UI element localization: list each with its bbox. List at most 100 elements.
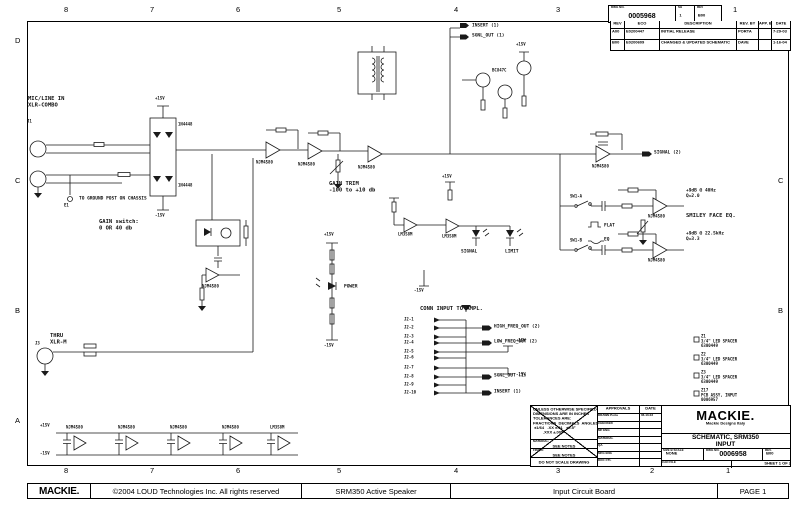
mackie-logo-box: MACKIE. Mackie Designs Italy: [661, 406, 790, 434]
part-label: LM358M: [398, 232, 413, 237]
part-label: NJM4580: [648, 214, 665, 219]
rev-label: REV.: [765, 449, 772, 452]
dwg-no-label: DWG NO.: [611, 6, 625, 9]
zone-row-left: B: [15, 306, 21, 315]
refdes-sw1a: SW1-A: [570, 194, 583, 199]
footer-board-cell: Input Circuit Board: [451, 484, 718, 498]
rev-table-header-cell: DATE: [775, 21, 787, 26]
part-label: NJM4580: [170, 425, 187, 430]
eq-high-note: +9dB @ 22.5kHz Q=3.3: [686, 231, 724, 242]
net-sgnl-out: SGNL_OUT (1): [472, 33, 505, 38]
finish-label: FINISH:: [533, 449, 544, 452]
material-row: MATERIAL: SEE NOTES: [531, 439, 597, 449]
flat-label: FLAT: [604, 223, 615, 228]
zone-row-right: C: [778, 176, 784, 185]
conn-pin-label: J2-3: [404, 334, 414, 339]
drawing-title-line1: SCHEMATIC, SRM350: [691, 433, 760, 441]
header-sheet-cell: SH 1: [676, 6, 695, 22]
do-not-scale-row: DO NOT SCALE DRAWING: [531, 457, 597, 467]
approvals-header-row: APPROVALS DATE: [597, 406, 661, 414]
refdes-e1: E1: [64, 203, 69, 208]
header-rev-cell: REV B00: [695, 6, 721, 22]
refdes-j3: J3: [35, 341, 40, 346]
zone-col-bottom: 5: [337, 466, 342, 475]
approval-row: MF ENG: [597, 429, 661, 437]
rev-table-cell: A00: [611, 29, 625, 39]
footer-copyright-cell: ©2004 LOUD Technologies Inc. All rights …: [91, 484, 302, 498]
footer-page-cell: PAGE 1: [718, 484, 788, 498]
rev-table-header-cell: REV. BY: [737, 21, 759, 28]
finish-row: FINISH: SEE NOTES: [531, 448, 597, 458]
rev-label: REV: [697, 6, 704, 9]
cad-sheet-row: CAD FILE SHEET 1 OF 2: [661, 461, 790, 468]
approval-row: QA: [597, 444, 661, 452]
dwg-no-cell: DWG NO. 0006958: [704, 449, 763, 460]
rev-table-header-cell: ECO: [625, 21, 660, 28]
date-header: DATE: [645, 406, 656, 411]
rail-label: +15V: [516, 42, 526, 47]
product-name: SRM350 Active Speaker: [335, 486, 417, 496]
note-z2: Z2 3/4" LED SPACER 6300449: [701, 352, 738, 367]
part-label: NJM4580: [298, 162, 315, 167]
rev-table-cell: [759, 29, 772, 39]
drawing-frame-border: [27, 21, 789, 466]
zone-col-bottom: 3: [556, 466, 561, 475]
title-block-right: MACKIE. Mackie Designs Italy SCHEMATIC, …: [661, 406, 790, 468]
mackie-logo: MACKIE.: [696, 408, 755, 423]
rail-label: -15V: [155, 213, 165, 218]
approvals-header: APPROVALS: [605, 406, 631, 411]
rev-table-header-cell: APP. BY: [759, 21, 772, 28]
rail-label: +15V: [40, 423, 50, 428]
approval-row: DOC CTL: [597, 459, 661, 466]
gain-switch-label: GAIN switch: 0 OR 40 db: [99, 218, 139, 232]
eq-label: EQ: [604, 237, 610, 242]
zone-row-left: C: [15, 176, 21, 185]
zone-col-bottom: 2: [650, 466, 655, 475]
zone-col-top: 7: [150, 5, 155, 14]
rail-label: -15V: [324, 343, 334, 348]
mackie-logo-subtitle: Mackie Designs Italy: [705, 421, 746, 426]
rev-table-header-cell: DESCRIPTION: [660, 21, 737, 28]
rail-label: -15V: [40, 451, 50, 456]
part-label: NJM4580: [256, 160, 273, 165]
smiley-eq-label: SMILEY FACE EQ.: [686, 212, 736, 219]
note-z3: Z3 3/4" LED SPACER 6300449: [701, 370, 738, 385]
zone-col-top: 3: [556, 5, 561, 14]
dwg-no-value: 0005968: [628, 13, 656, 20]
approval-row: CHECKED: [597, 421, 661, 429]
note-z17: Z17 PCB ASSY, INPUT 0006957: [701, 388, 738, 403]
do-not-scale-note: DO NOT SCALE DRAWING: [538, 460, 590, 465]
net-signal: SIGNAL (2): [654, 150, 682, 155]
part-label: NJM4580: [222, 425, 239, 430]
net-low-freq-out: LOW_FREQ_OUT (2): [494, 339, 538, 344]
part-label: NJM4580: [202, 284, 219, 289]
rev-table-cell: 7-29-03: [773, 29, 787, 34]
part-label: BC847C: [492, 68, 507, 73]
conn-pin-label: J2-6: [404, 355, 414, 360]
rev-value: B00: [766, 450, 774, 456]
ground-post-label: TO GROUND POST ON CHASSIS: [79, 196, 147, 201]
zone-col-top: 8: [64, 5, 69, 14]
approval-row: MFG ENG: [597, 451, 661, 459]
approval-row: MATERIAL: [597, 436, 661, 444]
copyright-text: ©2004 LOUD Technologies Inc. All rights …: [112, 486, 280, 496]
conn-pin-label: J2-2: [404, 325, 414, 330]
rail-label: +15V: [155, 96, 165, 101]
rev-value: B00: [697, 12, 706, 18]
page-number: PAGE 1: [739, 486, 767, 496]
rev-table-cell: E0200447: [625, 29, 660, 39]
scale-cell: SIZE B SCALE NONE: [661, 449, 704, 460]
scale-value: NONE: [665, 450, 678, 456]
rev-table-cell: E0200609: [625, 40, 660, 50]
part-label: NJM4580: [592, 164, 609, 169]
zone-col-top: 6: [236, 5, 241, 14]
limit-led-label: LIMIT: [505, 249, 519, 254]
rev-table-cell: INITIAL RELEASE: [660, 29, 737, 39]
conn-pin-label: J2-1: [404, 317, 414, 322]
